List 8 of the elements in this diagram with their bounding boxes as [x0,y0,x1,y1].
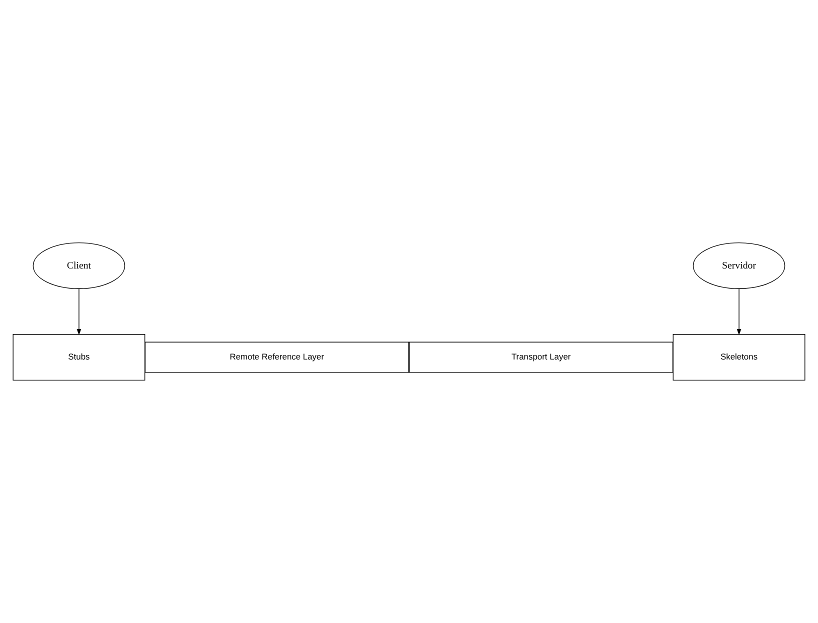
node-box: Remote Reference Layer [144,342,409,373]
node-ellipse: Servidor [692,242,786,289]
node-box: Transport Layer [409,342,674,373]
node-box: Skeletons [672,334,806,381]
arrow [76,288,82,336]
node-box: Stubs [12,334,146,381]
arrow [736,288,742,336]
node-ellipse: Client [32,242,126,289]
